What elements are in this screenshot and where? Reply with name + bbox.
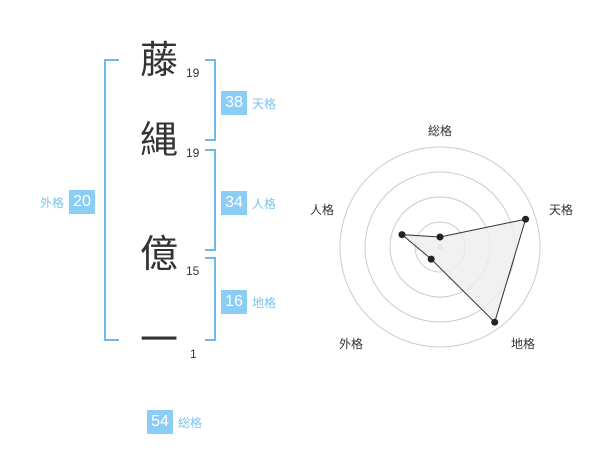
jinkaku-badge: 34 人格 [221,191,276,215]
tenkaku-label: 天格 [252,96,277,111]
tenkaku-bracket [205,59,216,141]
radar-point-jinkaku [398,231,406,239]
radar-point-tenkaku [522,215,530,223]
soukaku-badge: 54 総格 [147,410,202,434]
gaikaku-label: 外格 [40,195,65,210]
radar-label-soukaku: 総格 [428,124,453,138]
radar-series-polygon [400,218,527,324]
chikaku-value: 16 [221,290,247,314]
radar-label-gaikaku: 外格 [339,337,364,351]
gaikaku-badge: 外格 20 [40,190,96,214]
gaikaku-bracket [104,59,119,341]
name-char-3: 億 [140,232,179,276]
jinkaku-value: 34 [221,191,247,215]
name-char-2-strokes: 19 [186,146,200,160]
name-char-4-strokes: 1 [190,347,197,361]
radar-label-jinkaku: 人格 [310,203,335,217]
radar-label-tenkaku: 天格 [549,203,574,217]
fortune-radar-chart [339,146,541,348]
name-char-4: 一 [140,318,179,362]
radar-point-soukaku [436,233,444,241]
jinkaku-bracket [205,149,216,251]
chikaku-badge: 16 地格 [221,290,276,314]
soukaku-label: 総格 [178,415,203,430]
jinkaku-label: 人格 [252,196,277,211]
name-char-1-strokes: 19 [186,66,200,80]
chikaku-bracket [205,257,216,341]
name-char-3-strokes: 15 [186,264,200,278]
tenkaku-value: 38 [221,91,247,115]
name-char-2: 縄 [140,118,179,162]
radar-label-chikaku: 地格 [511,337,536,351]
gaikaku-value: 20 [69,190,96,214]
radar-point-gaikaku [427,255,435,263]
radar-point-chikaku [491,318,499,326]
radar-ring [339,146,541,348]
chikaku-label: 地格 [252,295,277,310]
name-char-1: 藤 [140,38,179,82]
soukaku-value: 54 [147,410,173,434]
tenkaku-badge: 38 天格 [221,91,276,115]
